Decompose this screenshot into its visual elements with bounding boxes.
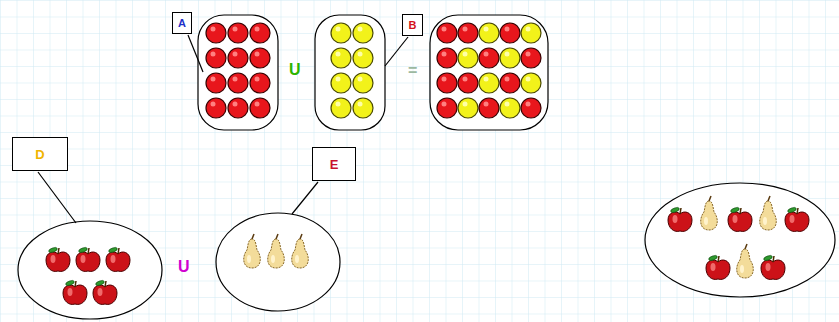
set-label-box: E bbox=[312, 147, 356, 181]
set-letter: D bbox=[35, 148, 44, 161]
set-letter: B bbox=[409, 20, 417, 31]
equals-sign: = bbox=[408, 63, 417, 79]
set-label-box: A bbox=[172, 12, 192, 34]
set-letter: E bbox=[330, 158, 339, 171]
set-label-box: D bbox=[12, 137, 68, 171]
set-label-box: B bbox=[402, 14, 423, 36]
union-symbol: U bbox=[178, 259, 190, 275]
union-symbol: U bbox=[289, 62, 301, 78]
set-letter: A bbox=[178, 18, 186, 29]
